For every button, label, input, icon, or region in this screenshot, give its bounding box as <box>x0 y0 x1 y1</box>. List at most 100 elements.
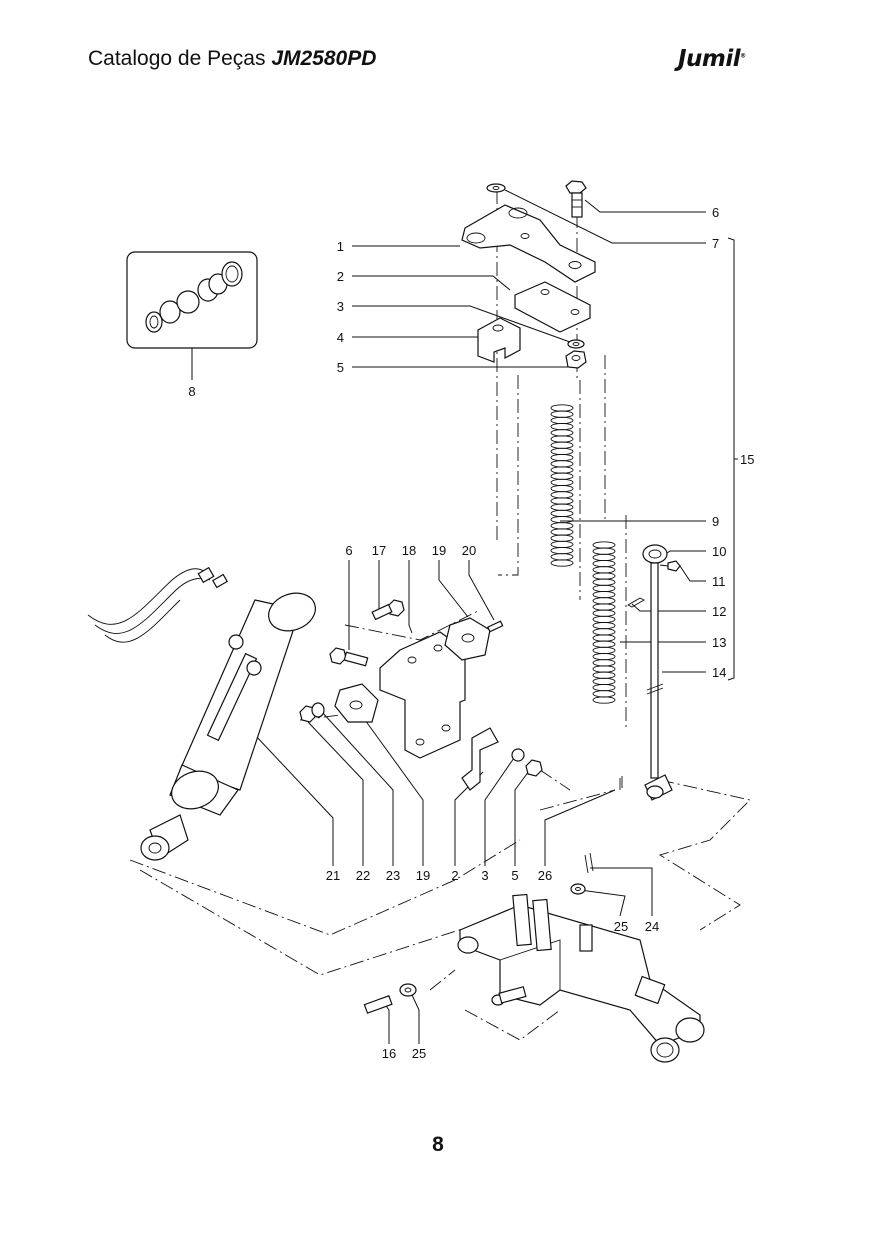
leader-lines <box>191 189 738 1044</box>
spring-coil <box>550 460 574 468</box>
callout-5-bottom: 5 <box>511 868 518 883</box>
spring-coil <box>550 546 574 555</box>
spring-coil <box>592 696 616 704</box>
spring-coil <box>592 541 616 549</box>
brand-logo-text: Jumil <box>678 46 741 72</box>
callout-24: 24 <box>645 919 659 934</box>
callout-13: 13 <box>712 635 726 650</box>
callout-12: 12 <box>712 604 726 619</box>
spring-coil <box>550 422 574 431</box>
spring-coil <box>592 584 616 593</box>
spring-coil <box>592 652 616 661</box>
spring-coil <box>592 671 616 679</box>
callout-20: 20 <box>462 543 476 558</box>
spring-coil <box>550 441 574 449</box>
spring-coil <box>592 634 616 642</box>
spring-coil <box>592 683 616 692</box>
callout-25-bottom: 25 <box>412 1046 426 1061</box>
spring-coil <box>550 484 574 493</box>
mounting-bracket <box>299 599 543 791</box>
callout-15: 15 <box>740 452 754 467</box>
callout-22: 22 <box>356 868 370 883</box>
callout-14: 14 <box>712 665 726 680</box>
spring-coil <box>592 590 616 599</box>
callout-3-bottom: 3 <box>481 868 488 883</box>
page-title: Catalogo de Peças JM2580PD <box>88 47 376 71</box>
spring-coil <box>550 416 574 425</box>
spring-coil <box>592 690 616 698</box>
spring-coil <box>592 553 616 562</box>
callout-5: 5 <box>337 360 344 375</box>
spring-coil <box>550 497 574 505</box>
callout-6-top: 6 <box>712 205 719 220</box>
callout-1: 1 <box>337 239 344 254</box>
spring-coil <box>550 515 574 524</box>
spring-coil <box>592 628 616 636</box>
spring-coil <box>550 429 574 437</box>
spring-coil <box>592 559 616 568</box>
hydraulic-cylinder <box>87 566 316 861</box>
spring-coil <box>592 659 616 667</box>
spring-coil <box>550 453 574 462</box>
spring-coil <box>550 553 574 561</box>
spring-coil <box>592 603 616 611</box>
callout-25-right: 25 <box>614 919 628 934</box>
spring-coil <box>592 677 616 686</box>
callout-8: 8 <box>188 384 195 399</box>
spring-coil <box>550 435 574 443</box>
callout-2-bottom: 2 <box>451 868 458 883</box>
spring-coil <box>550 478 574 487</box>
spring-coil <box>592 621 616 630</box>
spring-coil <box>592 547 616 555</box>
callout-17: 17 <box>372 543 386 558</box>
rod-assembly <box>619 544 681 801</box>
spring-coil <box>550 559 574 567</box>
callout-9: 9 <box>712 514 719 529</box>
spring-coil <box>592 665 616 673</box>
spring-coil <box>592 640 616 648</box>
callout-19-top: 19 <box>432 543 446 558</box>
spring-coil <box>550 522 574 530</box>
callout-7: 7 <box>712 236 719 251</box>
spring-coil <box>592 566 616 574</box>
callout-2: 2 <box>337 269 344 284</box>
callout-3: 3 <box>337 299 344 314</box>
spring-coil <box>550 509 574 518</box>
callout-10: 10 <box>712 544 726 559</box>
spring-9 <box>550 404 574 567</box>
callout-18: 18 <box>402 543 416 558</box>
seal-kit-inset <box>126 251 258 349</box>
spring-coil <box>550 491 574 499</box>
spring-coil <box>550 472 574 480</box>
spring-coil <box>550 540 574 549</box>
spring-coil <box>592 572 616 580</box>
registered-mark-icon: ® <box>740 52 746 60</box>
page-number: 8 <box>432 1133 444 1156</box>
spring-coil <box>550 466 574 474</box>
spring-coil <box>592 646 616 655</box>
callout-16: 16 <box>382 1046 396 1061</box>
callout-labels: 1 2 3 4 5 6 7 8 9 10 11 12 13 14 15 6 17… <box>188 205 754 1061</box>
spring-coil <box>592 615 616 624</box>
brand-logo: Jumil® <box>678 46 746 72</box>
spring-coil <box>592 609 616 617</box>
title-prefix: Catalogo de Peças <box>88 47 266 70</box>
spring-coil <box>550 404 574 412</box>
spring-coil <box>550 447 574 456</box>
spring-coil <box>550 410 574 418</box>
callout-26: 26 <box>538 868 552 883</box>
spring-13 <box>592 541 616 704</box>
callout-11: 11 <box>712 574 726 589</box>
callout-4: 4 <box>337 330 344 345</box>
spring-coil <box>550 503 574 511</box>
callout-23: 23 <box>386 868 400 883</box>
spring-coil <box>592 597 616 605</box>
callout-19-bottom: 19 <box>416 868 430 883</box>
spring-coil <box>592 578 616 586</box>
callout-21: 21 <box>326 868 340 883</box>
model-name: JM2580PD <box>271 47 377 70</box>
top-bracket-assembly <box>461 180 596 369</box>
callout-6-mid: 6 <box>345 543 352 558</box>
spring-coil <box>550 528 574 536</box>
